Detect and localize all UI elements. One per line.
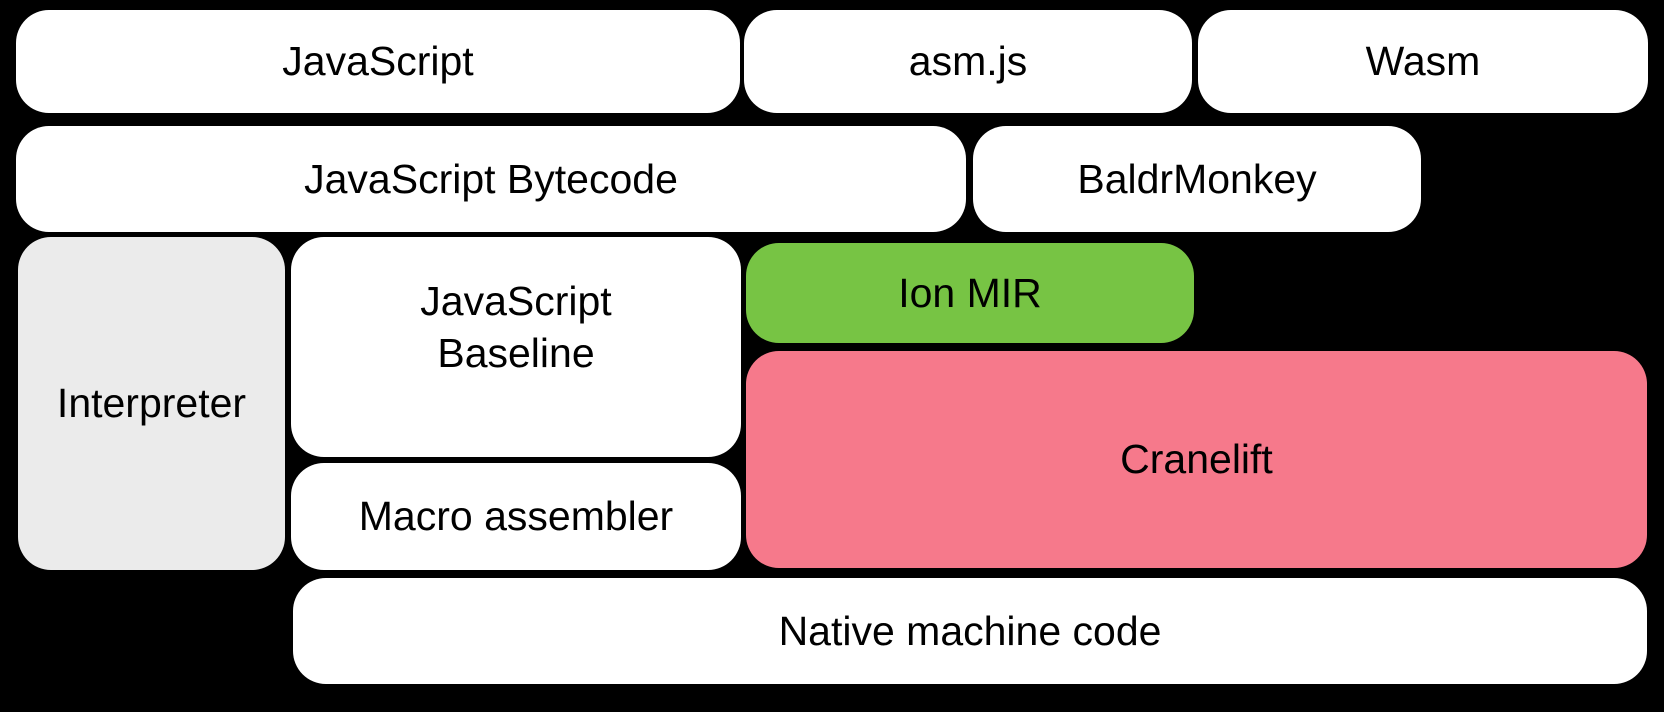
node-native-machine-code: Native machine code [293, 578, 1647, 684]
node-baldrmonkey: BaldrMonkey [973, 126, 1421, 232]
node-javascript-baseline-label-line2: Baseline [437, 330, 595, 376]
node-javascript-bytecode: JavaScript Bytecode [16, 126, 966, 232]
node-wasm-label: Wasm [1365, 38, 1481, 85]
node-macro-assembler: Macro assembler [291, 463, 741, 570]
node-javascript-bytecode-label: JavaScript Bytecode [304, 155, 678, 202]
node-javascript-baseline: JavaScript Baseline [291, 237, 741, 457]
node-baldrmonkey-label: BaldrMonkey [1077, 155, 1317, 202]
node-asmjs-label: asm.js [908, 38, 1028, 85]
node-interpreter-label: Interpreter [56, 380, 247, 427]
node-cranelift-label: Cranelift [1120, 436, 1273, 483]
node-javascript-baseline-label-line1: JavaScript [420, 277, 612, 324]
node-wasm: Wasm [1198, 10, 1648, 113]
node-macro-assembler-label: Macro assembler [358, 493, 674, 540]
node-ion-mir: Ion MIR [746, 243, 1194, 343]
node-javascript: JavaScript [16, 10, 740, 113]
node-interpreter: Interpreter [18, 237, 285, 570]
node-native-machine-code-label: Native machine code [778, 607, 1162, 654]
node-javascript-label: JavaScript [282, 38, 474, 85]
node-cranelift: Cranelift [746, 351, 1647, 568]
node-ion-mir-label: Ion MIR [898, 269, 1042, 316]
node-asmjs: asm.js [744, 10, 1192, 113]
